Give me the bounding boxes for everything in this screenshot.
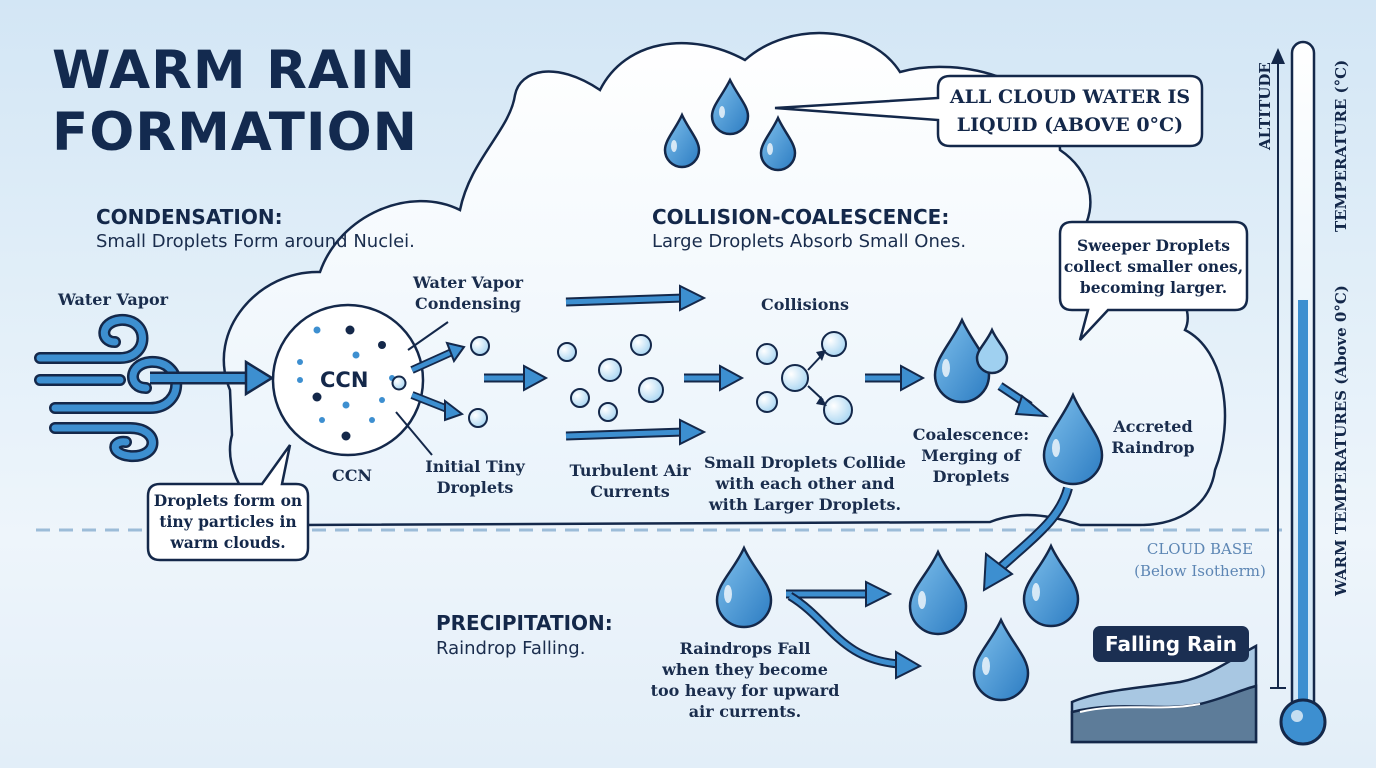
cloud-note-box [774, 74, 1204, 148]
temperature-label: TEMPERATURE (°C) [1332, 59, 1350, 232]
label-line: Coalescence: [912, 425, 1030, 444]
initial-tiny-droplets-label: Initial Tiny Droplets [410, 456, 540, 498]
flow-arrow [865, 364, 926, 392]
raindrops-fall-label: Raindrops Fall when they become too heav… [640, 638, 850, 722]
label-line: when they become [662, 660, 828, 679]
falling-rain-badge: Falling Rain [1093, 626, 1249, 662]
flow-arrow [684, 364, 745, 392]
label-line: Small Droplets Collide [704, 453, 906, 472]
label-line: with each other and [715, 474, 895, 493]
label-line: Raindrops Fall [679, 639, 811, 658]
sweeper-callout-text: Sweeper Droplets collect smaller ones, b… [1060, 235, 1247, 298]
title-line-1: WARM RAIN [52, 40, 417, 101]
water-vapor-swirls [34, 314, 183, 463]
condensation-arrows [410, 341, 466, 422]
page-title: WARM RAIN FORMATION [52, 40, 472, 164]
condensation-callout-text: Droplets form on tiny particles in warm … [148, 490, 308, 553]
callout-line: collect smaller ones, [1063, 257, 1244, 276]
callout-line: becoming larger. [1079, 278, 1228, 297]
condensation-subtitle: Small Droplets Form around Nuclei. [96, 231, 415, 252]
collisions-label: Collisions [760, 295, 850, 314]
thermometer-icon [1279, 40, 1327, 746]
turbulent-air-label: Turbulent Air Currents [560, 460, 700, 502]
label-line: with Larger Droplets. [708, 495, 902, 514]
label-line: Droplets [436, 478, 514, 497]
collision-droplets [756, 331, 853, 425]
flow-arrow [997, 382, 1050, 418]
label-line: Condensing [415, 294, 521, 313]
vapor-condensing-label: Water Vapor Condensing [398, 272, 538, 314]
flow-arrow [982, 486, 1073, 592]
altitude-label: ALTITUDE [1256, 62, 1274, 150]
callout-line: Sweeper Droplets [1077, 236, 1230, 255]
fall-arrows [786, 580, 923, 680]
coalescence-label: Coalescence: Merging of Droplets [906, 424, 1036, 487]
precipitation-heading: PRECIPITATION: [436, 611, 613, 635]
label-line: Droplets [932, 467, 1010, 486]
tiny-droplet [470, 336, 490, 356]
note-line: LIQUID (ABOVE 0°C) [956, 114, 1184, 136]
note-line: ALL CLOUD WATER IS [949, 86, 1191, 108]
warm-temperatures-label: WARM TEMPERATURES (Above 0°C) [1332, 285, 1350, 596]
turbulent-air-arrows [565, 284, 707, 446]
label-line: Merging of [921, 446, 1021, 465]
water-vapor-label: Water Vapor [57, 290, 169, 309]
callout-line: Droplets form on [153, 491, 303, 510]
sweeper-callout-box [1058, 220, 1249, 341]
title-line-2: FORMATION [52, 102, 418, 163]
label-line: Water Vapor [412, 273, 524, 292]
small-droplets-collide-label: Small Droplets Collide with each other a… [700, 452, 910, 515]
cloud-note-text: ALL CLOUD WATER IS LIQUID (ABOVE 0°C) [938, 83, 1202, 139]
tiny-droplet [468, 408, 488, 428]
label-line: Accreted [1113, 417, 1193, 436]
callout-line: tiny particles in [159, 512, 297, 531]
ccn-label: CCN [331, 466, 373, 485]
cloud-shape [222, 31, 1227, 527]
collision-heading: COLLISION-COALESCENCE: [652, 205, 950, 229]
ccn-center-label: CCN [320, 368, 369, 392]
condensation-heading: CONDENSATION: [96, 205, 283, 229]
callout-line: warm clouds. [170, 533, 286, 552]
label-line: Raindrop [1111, 438, 1195, 457]
altitude-axis [1270, 48, 1286, 689]
label-line: Currents [590, 482, 670, 501]
accreted-raindrop-label: Accreted Raindrop [1098, 416, 1208, 458]
condensation-callout-box [146, 444, 310, 562]
label-line: Initial Tiny [425, 457, 525, 476]
ccn-particle [271, 303, 425, 457]
precipitation-subtitle: Raindrop Falling. [436, 638, 586, 659]
flow-arrow [484, 364, 549, 392]
cloud-base-label: CLOUD BASE (Below Isotherm) [1112, 538, 1288, 582]
raindrops [663, 77, 1104, 702]
label-line: air currents. [688, 702, 802, 721]
small-droplets [557, 334, 664, 422]
label-line: (Below Isotherm) [1134, 562, 1266, 580]
label-line: CLOUD BASE [1146, 540, 1254, 558]
label-line: too heavy for upward [650, 681, 840, 700]
ground-water-illustration [1070, 643, 1258, 744]
collision-subtitle: Large Droplets Absorb Small Ones. [652, 231, 967, 252]
label-line: Turbulent Air [569, 461, 691, 480]
